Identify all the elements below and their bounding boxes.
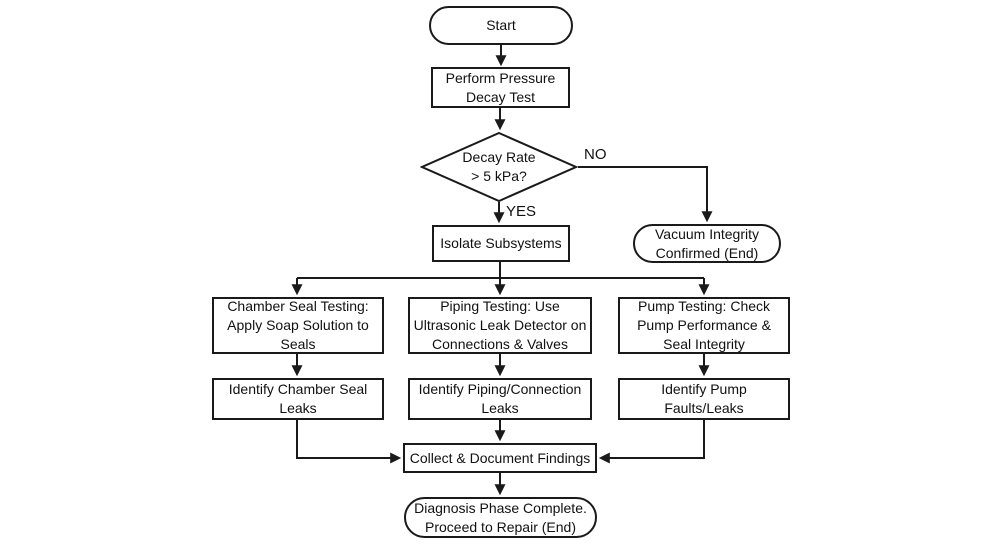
edge-label-yes: YES xyxy=(506,203,537,220)
node-vacuum-integrity-confirmed: Vacuum Integrity Confirmed (End) xyxy=(633,224,781,263)
edge-identify-pump-to-collect xyxy=(598,420,705,464)
edge-identify-chamber-to-collect xyxy=(296,420,402,464)
node-collect-document-findings-label: Collect & Document Findings xyxy=(409,449,591,466)
node-identify-pump-faults: Identify Pump Faults/Leaks xyxy=(618,378,790,420)
node-isolate-subsystems-label: Isolate Subsystems xyxy=(440,235,562,251)
node-start-label: Start xyxy=(486,17,516,33)
node-identify-piping-leaks: Identify Piping/Connection Leaks xyxy=(408,378,592,420)
node-perform-pressure-decay-test-label: Perform Pressure Decay Test xyxy=(445,69,556,105)
node-perform-pressure-decay-test: Perform Pressure Decay Test xyxy=(431,67,570,108)
node-diagnosis-complete-label: Diagnosis Phase Complete. Proceed to Rep… xyxy=(414,499,587,535)
node-start: Start xyxy=(429,6,573,45)
node-piping-testing: Piping Testing: Use Ultrasonic Leak Dete… xyxy=(408,297,592,354)
node-piping-testing-label: Piping Testing: Use Ultrasonic Leak Dete… xyxy=(413,298,587,352)
node-identify-chamber-seal-leaks: Identify Chamber Seal Leaks xyxy=(212,378,384,420)
node-isolate-subsystems: Isolate Subsystems xyxy=(432,225,570,262)
node-pump-testing-label: Pump Testing: Check Pump Performance & S… xyxy=(637,298,771,352)
edge-label-no: NO xyxy=(584,146,607,163)
node-identify-pump-faults-label: Identify Pump Faults/Leaks xyxy=(661,381,747,416)
node-identify-chamber-seal-leaks-label: Identify Chamber Seal Leaks xyxy=(228,381,368,416)
edge-decision-no-to-vacuum xyxy=(578,166,713,223)
node-pump-testing: Pump Testing: Check Pump Performance & S… xyxy=(618,297,790,354)
node-decision-decay-rate: Decay Rate > 5 kPa? xyxy=(420,132,578,202)
node-chamber-seal-testing: Chamber Seal Testing: Apply Soap Solutio… xyxy=(212,297,384,354)
decision-diamond-shape xyxy=(420,132,578,202)
node-identify-piping-leaks-label: Identify Piping/Connection Leaks xyxy=(418,381,582,416)
node-vacuum-integrity-confirmed-label: Vacuum Integrity Confirmed (End) xyxy=(654,225,759,261)
node-chamber-seal-testing-label: Chamber Seal Testing: Apply Soap Solutio… xyxy=(227,298,369,352)
node-collect-document-findings: Collect & Document Findings xyxy=(403,443,597,473)
node-decision-decay-rate-label: Decay Rate > 5 kPa? xyxy=(462,149,536,184)
node-diagnosis-complete: Diagnosis Phase Complete. Proceed to Rep… xyxy=(404,497,597,538)
